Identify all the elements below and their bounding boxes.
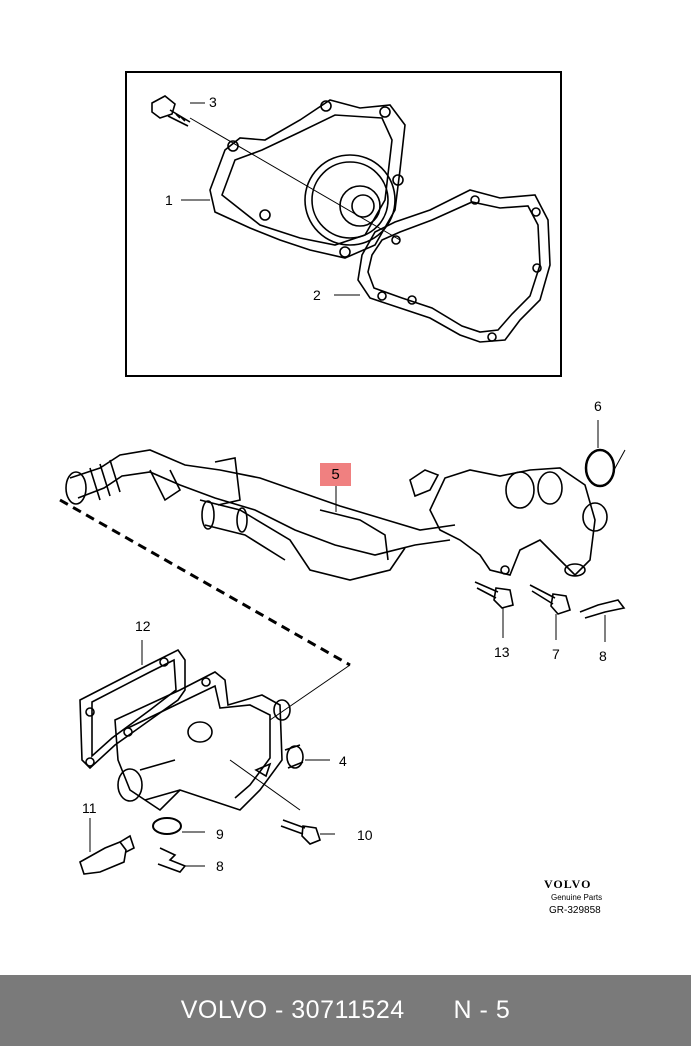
clip-8-upper: [579, 599, 626, 619]
callout-11: 11: [82, 800, 97, 816]
callout-6: 6: [594, 398, 602, 414]
callout-3: 3: [209, 94, 217, 110]
o-ring-6: [584, 448, 616, 488]
footer-part-number: VOLVO - 30711524: [180, 996, 405, 1024]
callout-2: 2: [313, 287, 321, 303]
callout-4: 4: [339, 753, 347, 769]
dashed-link: [59, 498, 351, 667]
bolt-13: [474, 581, 514, 638]
pump-gasket: [357, 189, 551, 343]
gasket-12: [79, 640, 186, 770]
bolt-10: [280, 819, 335, 845]
o-ring-9: [152, 817, 182, 835]
callout-9: 9: [216, 826, 224, 842]
thermostat-housing-upper: [409, 467, 608, 577]
clip-8-lower: [157, 847, 187, 873]
temperature-sensor-11: [79, 818, 135, 875]
coolant-pipe-assembly: [65, 449, 456, 581]
inset-frame: [125, 71, 562, 377]
callout-1: 1: [165, 192, 173, 208]
callout-7: 7: [552, 646, 560, 662]
thermostat-housing-lower: [114, 671, 330, 812]
footer-position: N - 5: [453, 996, 511, 1024]
callout-12: 12: [135, 618, 151, 634]
diagram-reference: GR-329858: [549, 905, 601, 916]
bolt-7: [529, 584, 571, 640]
footer-bar: VOLVO - 30711524 N - 5: [0, 975, 691, 1046]
callout-5-highlight: 5: [320, 463, 351, 486]
brand-subtitle: Genuine Parts: [551, 893, 603, 902]
parts-diagram: [59, 71, 626, 875]
callout-10: 10: [357, 827, 373, 843]
brand-logo: VOLVO: [544, 877, 592, 891]
callout-13: 13: [494, 644, 510, 660]
callout-8-upper: 8: [599, 648, 607, 664]
water-pump: [209, 99, 406, 259]
callout-8-lower: 8: [216, 858, 224, 874]
bolt-3: [151, 95, 191, 127]
